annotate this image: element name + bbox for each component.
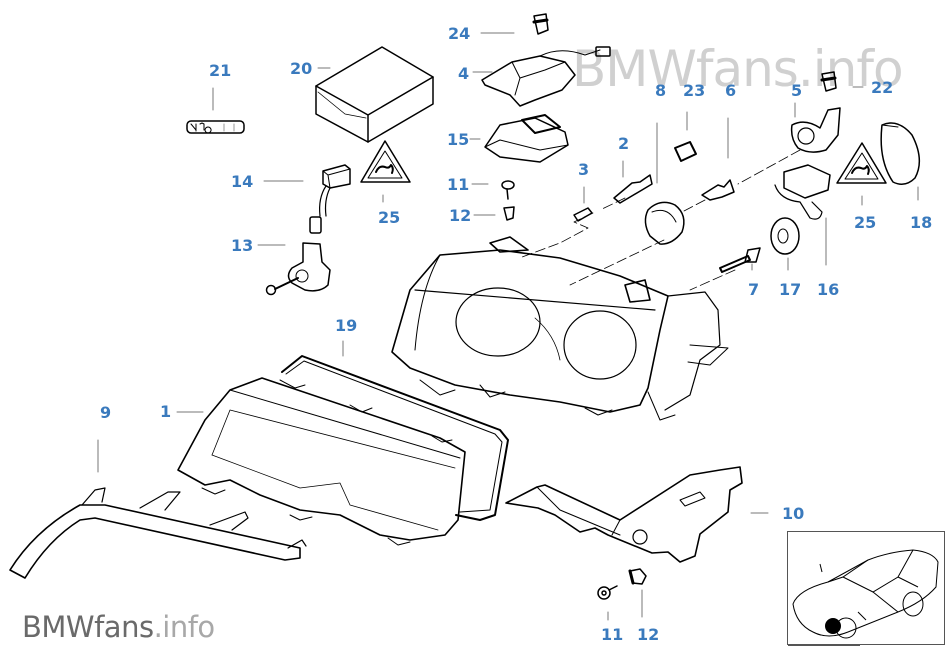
callout-16[interactable]: 16 bbox=[817, 280, 840, 299]
callout-9[interactable]: 9 bbox=[100, 403, 112, 422]
clip-nut-part-top bbox=[503, 206, 515, 221]
callout-21[interactable]: 21 bbox=[209, 61, 232, 80]
h7-bulb-part bbox=[719, 247, 761, 273]
sleeve-part bbox=[674, 141, 697, 162]
callout-19[interactable]: 19 bbox=[335, 316, 358, 335]
cover-cap-part bbox=[644, 201, 685, 245]
callout-4[interactable]: 4 bbox=[458, 64, 470, 83]
highlight-marker-icon bbox=[825, 618, 841, 634]
trim-strip-part bbox=[9, 487, 307, 579]
headlight-lens-part bbox=[177, 377, 466, 546]
callout-2[interactable]: 2 bbox=[618, 134, 630, 153]
grommet-part bbox=[820, 71, 837, 92]
lens-gasket-part bbox=[281, 355, 509, 521]
clip-nut-part-bottom bbox=[628, 568, 647, 585]
callout-5[interactable]: 5 bbox=[791, 81, 803, 100]
callout-3[interactable]: 3 bbox=[578, 160, 590, 179]
callout-25-left[interactable]: 25 bbox=[378, 208, 401, 227]
cover-cap-small-part bbox=[770, 217, 800, 255]
callout-14[interactable]: 14 bbox=[231, 172, 254, 191]
screw-part-top bbox=[501, 180, 515, 200]
cover-cap-large-part bbox=[880, 122, 921, 185]
igniter-socket-part bbox=[790, 107, 841, 153]
callout-8[interactable]: 8 bbox=[655, 81, 667, 100]
callout-15[interactable]: 15 bbox=[447, 130, 470, 149]
ballast-bracket-part bbox=[481, 46, 611, 107]
callout-11-bottom[interactable]: 11 bbox=[601, 625, 624, 644]
warning-label-part-right bbox=[836, 142, 887, 184]
callout-23[interactable]: 23 bbox=[683, 81, 706, 100]
callout-25-right[interactable]: 25 bbox=[854, 213, 877, 232]
mounting-bracket-part bbox=[505, 466, 743, 563]
warning-label-part-left bbox=[360, 140, 411, 183]
callout-18[interactable]: 18 bbox=[910, 213, 933, 232]
car-outline-icon bbox=[792, 549, 939, 639]
callout-12-top[interactable]: 12 bbox=[449, 206, 472, 225]
screw-part-bottom bbox=[597, 585, 618, 600]
callout-12-bottom[interactable]: 12 bbox=[637, 625, 660, 644]
watermark-brand: BMWfans bbox=[22, 610, 154, 644]
callout-22[interactable]: 22 bbox=[871, 78, 894, 97]
callout-17[interactable]: 17 bbox=[779, 280, 802, 299]
locator-underline bbox=[788, 645, 860, 646]
watermark-bottom: BMWfans.info bbox=[22, 613, 215, 642]
car-locator-thumbnail bbox=[787, 531, 945, 645]
callout-11-top[interactable]: 11 bbox=[447, 175, 470, 194]
callout-20[interactable]: 20 bbox=[290, 59, 313, 78]
callout-24[interactable]: 24 bbox=[448, 24, 471, 43]
callout-13[interactable]: 13 bbox=[231, 236, 254, 255]
callout-1[interactable]: 1 bbox=[160, 402, 172, 421]
bulb-socket-part bbox=[613, 174, 653, 204]
callout-6[interactable]: 6 bbox=[725, 81, 737, 100]
control-unit-part bbox=[484, 114, 569, 163]
callout-10[interactable]: 10 bbox=[782, 504, 805, 523]
connector-cable-part bbox=[309, 164, 351, 234]
grommet-top-part bbox=[532, 13, 549, 35]
small-bulb-part bbox=[573, 207, 593, 222]
callout-7[interactable]: 7 bbox=[748, 280, 760, 299]
halogen-bulb-part bbox=[701, 179, 735, 201]
watermark-top: BMWfans.info bbox=[572, 40, 904, 98]
adjuster-motor-part bbox=[265, 242, 331, 296]
repair-kit-box-part bbox=[315, 46, 434, 143]
wiring-harness-part bbox=[774, 164, 831, 220]
headlight-housing-part bbox=[391, 236, 729, 421]
info-label-part bbox=[186, 120, 245, 134]
leader-lines bbox=[97, 32, 919, 621]
assembly-axis-lines bbox=[521, 149, 801, 291]
watermark-suffix: .info bbox=[153, 610, 216, 644]
